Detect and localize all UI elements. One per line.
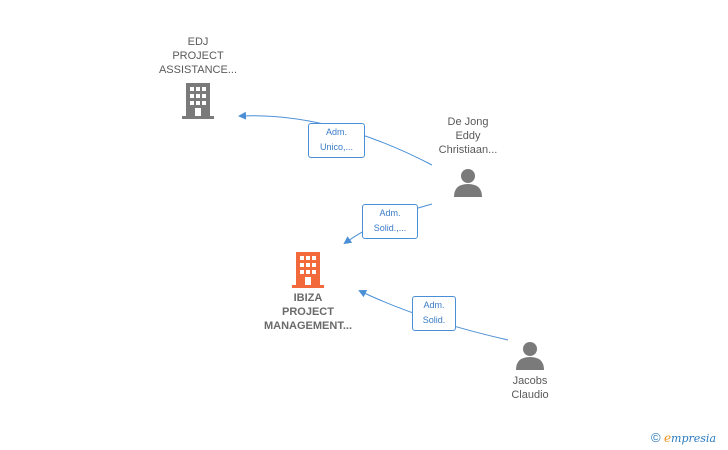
- node-label-line: Claudio: [511, 389, 549, 401]
- node-label-line: ASSISTANCE...: [158, 64, 238, 76]
- person-icon: [516, 342, 544, 370]
- edge-label-line: Unico,...: [319, 142, 353, 152]
- node-edj-project-assistance[interactable]: EDJ PROJECT ASSISTANCE...: [148, 35, 248, 119]
- copyright-symbol: ©: [651, 430, 661, 445]
- empresia-logo: © empresia: [651, 430, 716, 445]
- brand-name-rest: mpresia: [671, 432, 717, 445]
- node-label-line: PROJECT: [282, 306, 334, 318]
- edge-label-line: Solid.: [422, 315, 446, 325]
- node-label-line: MANAGEMENT...: [264, 320, 352, 332]
- building-icon: [182, 83, 214, 119]
- node-label-line: De Jong: [447, 116, 489, 128]
- node-label-line: Jacobs: [512, 375, 548, 387]
- node-jacobs-claudio[interactable]: Jacobs Claudio: [490, 340, 570, 402]
- brand-first-letter: e: [663, 431, 672, 445]
- edge-label-jacobs-ibiza[interactable]: Adm. Solid.: [412, 296, 456, 331]
- node-label-line: IBIZA: [293, 292, 323, 304]
- edge-label-line: Adm.: [325, 127, 347, 137]
- edge-label-dejong-ibiza[interactable]: Adm. Solid.,...: [362, 204, 418, 239]
- building-icon: [292, 252, 324, 288]
- node-de-jong-eddy-christiaan[interactable]: De Jong Eddy Christiaan...: [418, 115, 518, 197]
- node-label-line: PROJECT: [172, 50, 224, 62]
- edge-label-dejong-edj[interactable]: Adm. Unico,...: [308, 123, 365, 158]
- node-ibiza-project-management[interactable]: IBIZA PROJECT MANAGEMENT...: [248, 252, 368, 333]
- edge-label-line: Adm.: [379, 208, 401, 218]
- edge-label-line: Adm.: [423, 300, 445, 310]
- person-icon: [454, 169, 482, 197]
- node-label-line: Eddy: [455, 130, 481, 142]
- node-label-line: EDJ: [187, 36, 209, 48]
- edge-label-line: Solid.,...: [373, 223, 407, 233]
- node-label-line: Christiaan...: [438, 144, 498, 156]
